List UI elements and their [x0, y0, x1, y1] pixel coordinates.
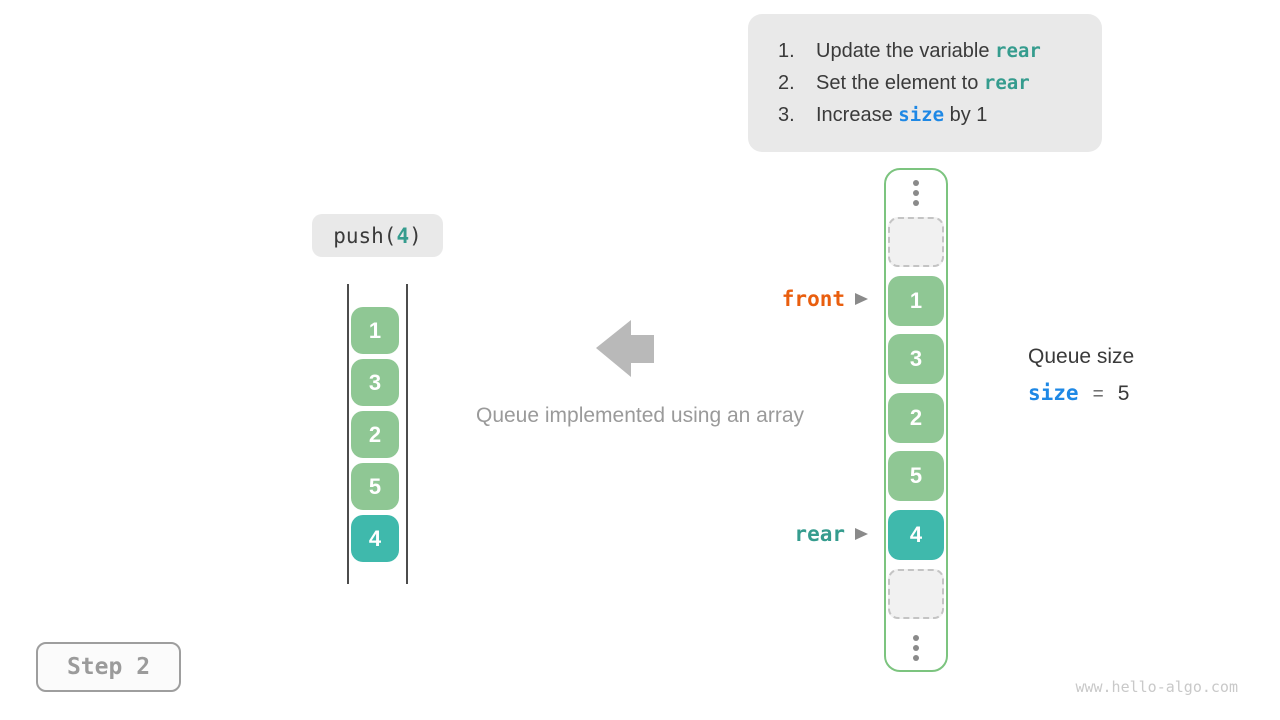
- queue-size-value: 5: [1117, 382, 1130, 405]
- instruction-step-3: 3. Increase size by 1: [778, 104, 1102, 127]
- instruction-number: 3.: [778, 103, 795, 126]
- push-func-text: push(: [333, 223, 397, 248]
- code-token-size: size: [1028, 381, 1079, 405]
- front-pointer: front: [782, 287, 868, 311]
- instruction-step-1: 1. Update the variable rear: [778, 40, 1102, 63]
- queue-cell-pushed: 4: [351, 515, 399, 562]
- array-cell-rear: 4: [888, 510, 944, 560]
- array-cell: 2: [888, 393, 944, 443]
- instruction-text: Set the element to rear: [816, 71, 1030, 94]
- rear-pointer-arrow-icon: [855, 528, 868, 540]
- push-arg-value: 4: [396, 223, 410, 248]
- instruction-step-2: 2. Set the element to rear: [778, 72, 1102, 95]
- instruction-number: 1.: [778, 39, 795, 62]
- push-operation-badge: push(4): [312, 214, 443, 257]
- watermark: www.hello-algo.com: [1075, 678, 1238, 696]
- queue-wall-right: [406, 284, 408, 584]
- array-cell-empty: [888, 569, 944, 619]
- array-cell: 3: [888, 334, 944, 384]
- left-arrow-icon: [596, 320, 654, 377]
- queue-size-value-line: size = 5: [1028, 381, 1129, 406]
- instruction-number: 2.: [778, 71, 795, 94]
- code-token-rear: rear: [983, 71, 1030, 94]
- diagram-caption: Queue implemented using an array: [475, 404, 805, 427]
- code-token-size: size: [898, 103, 945, 126]
- queue-wall-left: [347, 284, 349, 584]
- queue-cell: 1: [351, 307, 399, 354]
- array-cell-front: 1: [888, 276, 944, 326]
- rear-pointer-label: rear: [794, 522, 845, 546]
- front-pointer-arrow-icon: [855, 293, 868, 305]
- queue-size-title: Queue size: [1028, 345, 1135, 368]
- queue-cell: 2: [351, 411, 399, 458]
- instruction-box: 1. Update the variable rear 2. Set the e…: [748, 14, 1102, 152]
- push-close-paren: ): [409, 223, 422, 248]
- array-cell-empty: [888, 217, 944, 267]
- array-cell: 5: [888, 451, 944, 501]
- instruction-text: Increase size by 1: [816, 103, 988, 126]
- queue-cell: 3: [351, 359, 399, 406]
- array-container: 1 3 2 5 4: [884, 168, 948, 672]
- step-badge: Step 2: [36, 642, 181, 692]
- ellipsis-bottom-icon: [886, 635, 946, 661]
- ellipsis-top-icon: [886, 180, 946, 206]
- code-token-rear: rear: [995, 39, 1041, 62]
- front-pointer-label: front: [781, 287, 845, 311]
- rear-pointer: rear: [794, 522, 868, 546]
- queue-stack: 1 3 2 5 4: [351, 307, 399, 562]
- equals-sign: =: [1092, 384, 1104, 405]
- queue-cell: 5: [351, 463, 399, 510]
- instruction-text: Update the variable rear: [816, 39, 1041, 62]
